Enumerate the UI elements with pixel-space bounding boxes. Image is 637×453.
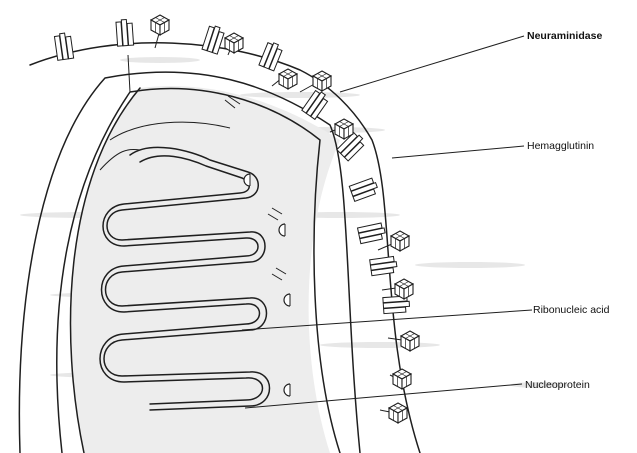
leader-hemagglutinin — [392, 146, 524, 158]
label-neuraminidase: Neuraminidase — [527, 30, 602, 42]
leader-neuraminidase — [340, 36, 524, 92]
label-hemagglutinin: Hemagglutinin — [527, 140, 594, 152]
virion-interior-shading — [70, 86, 340, 453]
label-ribonucleic-acid: Ribonucleic acid — [533, 304, 610, 316]
label-nucleoprotein: Nucleoprotein — [525, 379, 590, 391]
